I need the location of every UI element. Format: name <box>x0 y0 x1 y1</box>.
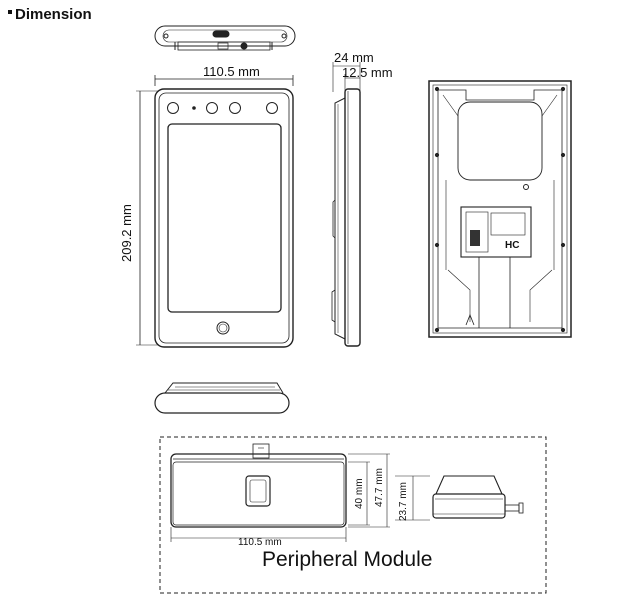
peripheral-height-inner-label: 40 mm <box>354 478 365 509</box>
front-height-label: 209.2 mm <box>119 204 134 262</box>
section-heading: Dimension <box>8 6 92 23</box>
bottom-view <box>154 382 290 414</box>
back-view <box>428 80 572 338</box>
peripheral-width-label: 110.5 mm <box>238 537 282 548</box>
peripheral-side-view <box>395 475 524 521</box>
peripheral-depth-label: 23.7 mm <box>398 482 409 521</box>
heading-text: Dimension <box>15 6 92 23</box>
peripheral-title: Peripheral Module <box>262 548 433 571</box>
peripheral-front-view <box>170 443 390 542</box>
side-view <box>331 62 361 347</box>
side-depth-total-label: 24 mm <box>334 50 374 65</box>
back-hc-label: HC <box>505 240 520 251</box>
peripheral-height-outer-label: 47.7 mm <box>374 468 385 507</box>
side-depth-body-label: 12.5 mm <box>342 65 393 80</box>
front-view <box>136 75 294 348</box>
bullet-icon <box>8 10 12 15</box>
top-view <box>154 25 296 51</box>
front-width-label: 110.5 mm <box>203 64 260 79</box>
peripheral-frame <box>159 436 547 594</box>
